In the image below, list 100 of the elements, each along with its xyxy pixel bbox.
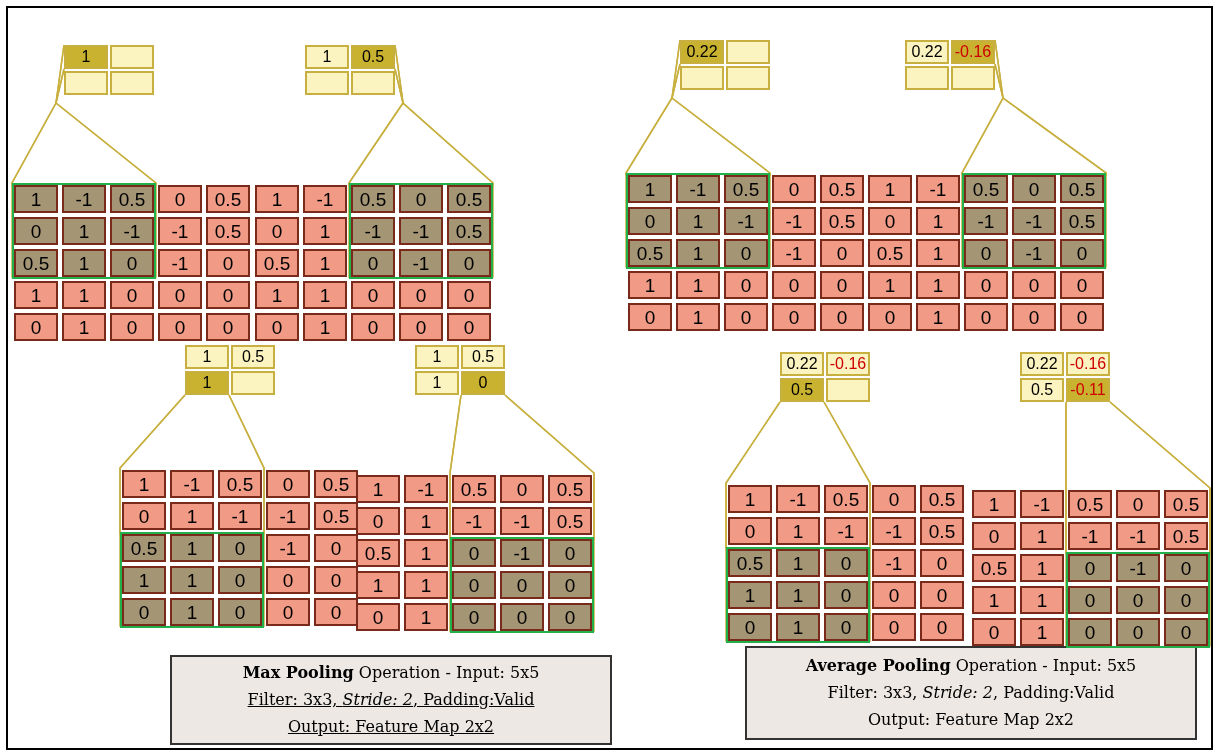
pooled-input-cell: 0 [452,539,496,567]
pooled-input-cell: -1 [1116,554,1160,582]
projection-line [11,44,65,278]
input-cell: 0 [266,566,310,594]
output-cell: 1 [415,345,459,369]
input-cell: 0 [158,185,202,213]
input-cell: 0 [110,281,154,309]
caption-text: Filter: 3x3, Stride: 2, Padding:Valid [827,682,1115,704]
input-cell: 1 [1020,522,1064,550]
output-cell [64,71,108,95]
output-cell: 0 [461,371,505,395]
input-cell: 0.5 [548,507,592,535]
input-cell: 0.5 [206,185,250,213]
input-cell: 0 [820,303,864,331]
input-cell: 0 [872,485,916,513]
pooled-input-cell: -1 [1012,207,1056,235]
projection-line [394,68,494,278]
pooled-input-cell: -1 [1012,239,1056,267]
input-cell: 0 [122,502,166,530]
input-cell: 0.5 [972,554,1016,582]
input-cell: 0 [920,581,964,609]
pooled-input-cell: 1 [170,534,214,562]
input-cell: 1 [972,490,1016,518]
input-cell: 1 [303,217,347,245]
input-cell: 0.5 [868,239,912,267]
pooled-input-cell: 0 [964,239,1008,267]
input-cell: 0 [972,618,1016,646]
pooled-input-cell: 0 [218,534,262,562]
output-cell: 0.5 [351,45,395,69]
output-cell: 0.22 [780,352,824,376]
pooled-input-cell: -1 [351,217,395,245]
input-cell: 1 [62,313,106,341]
pooled-input-cell: 0 [1012,175,1056,203]
output-cell [680,66,724,90]
input-cell: 0 [314,534,358,562]
input-cell: 1 [676,271,720,299]
input-cell: 1 [776,517,820,545]
output-cell: -0.16 [951,40,995,64]
pooled-input-cell: 0 [1068,586,1112,614]
pooled-input-cell: 0 [724,239,768,267]
input-cell: 1 [676,303,720,331]
caption-text: Output: Feature Map 2x2 [287,716,495,738]
input-cell: 0 [206,249,250,277]
input-cell: 0.5 [452,475,496,503]
input-cell: 0 [500,475,544,503]
projection-line [961,39,1004,268]
input-cell: 0.5 [314,502,358,530]
pooled-input-cell: 1 [62,249,106,277]
input-cell: 0 [266,598,310,626]
pooled-input-cell: 1 [676,207,720,235]
input-cell: 1 [628,271,672,299]
input-cell: 1 [916,239,960,267]
output-cell: 0.22 [680,40,724,64]
input-cell: 1 [356,571,400,599]
pooled-input-cell: 0.5 [14,249,58,277]
pooled-input-cell: 0 [1068,554,1112,582]
output-cell: 0.5 [231,345,275,369]
output-cell [305,71,349,95]
pooled-input-cell: -1 [110,217,154,245]
input-cell: -1 [1116,522,1160,550]
input-cell: -1 [218,502,262,530]
caption-text: Max Pooling Operation - Input: 5x5 [242,662,540,684]
pooled-input-cell: -1 [500,539,544,567]
input-cell: 0 [728,517,772,545]
pooled-input-cell: -1 [399,217,443,245]
pooled-input-cell: -1 [964,207,1008,235]
input-cell: 0 [868,207,912,235]
input-cell: -1 [170,470,214,498]
pooled-input-cell: 0.5 [1060,175,1104,203]
pooled-input-cell: 0.5 [122,534,166,562]
input-cell: 0 [920,613,964,641]
input-cell: -1 [158,249,202,277]
input-cell: 0.5 [920,517,964,545]
input-cell: 0 [1060,303,1104,331]
pooled-input-cell: 0 [1164,586,1208,614]
input-cell: 0 [1012,271,1056,299]
input-cell: 0 [399,313,443,341]
input-cell: -1 [452,507,496,535]
output-cell: 1 [185,371,229,395]
pooled-input-cell: 1 [628,175,672,203]
input-cell: 0 [314,566,358,594]
projection-line [1109,401,1211,647]
input-cell: 0.5 [920,485,964,513]
input-cell: -1 [772,207,816,235]
pooled-input-cell: 0 [218,598,262,626]
input-cell: 0 [356,507,400,535]
pooled-input-cell: 0 [500,603,544,631]
pooled-input-cell: -1 [676,175,720,203]
input-cell: 0.5 [314,470,358,498]
pooled-input-cell: 1 [62,217,106,245]
input-cell: 0.5 [820,207,864,235]
input-cell: 1 [972,586,1016,614]
output-cell: -0.16 [826,352,870,376]
input-cell: -1 [1020,490,1064,518]
pooled-input-cell: 0 [14,217,58,245]
pooled-input-cell: -1 [399,249,443,277]
input-cell: 0 [314,598,358,626]
input-cell: 0 [356,603,400,631]
pooled-input-cell: 0 [122,598,166,626]
output-cell: 0.5 [1020,378,1064,402]
